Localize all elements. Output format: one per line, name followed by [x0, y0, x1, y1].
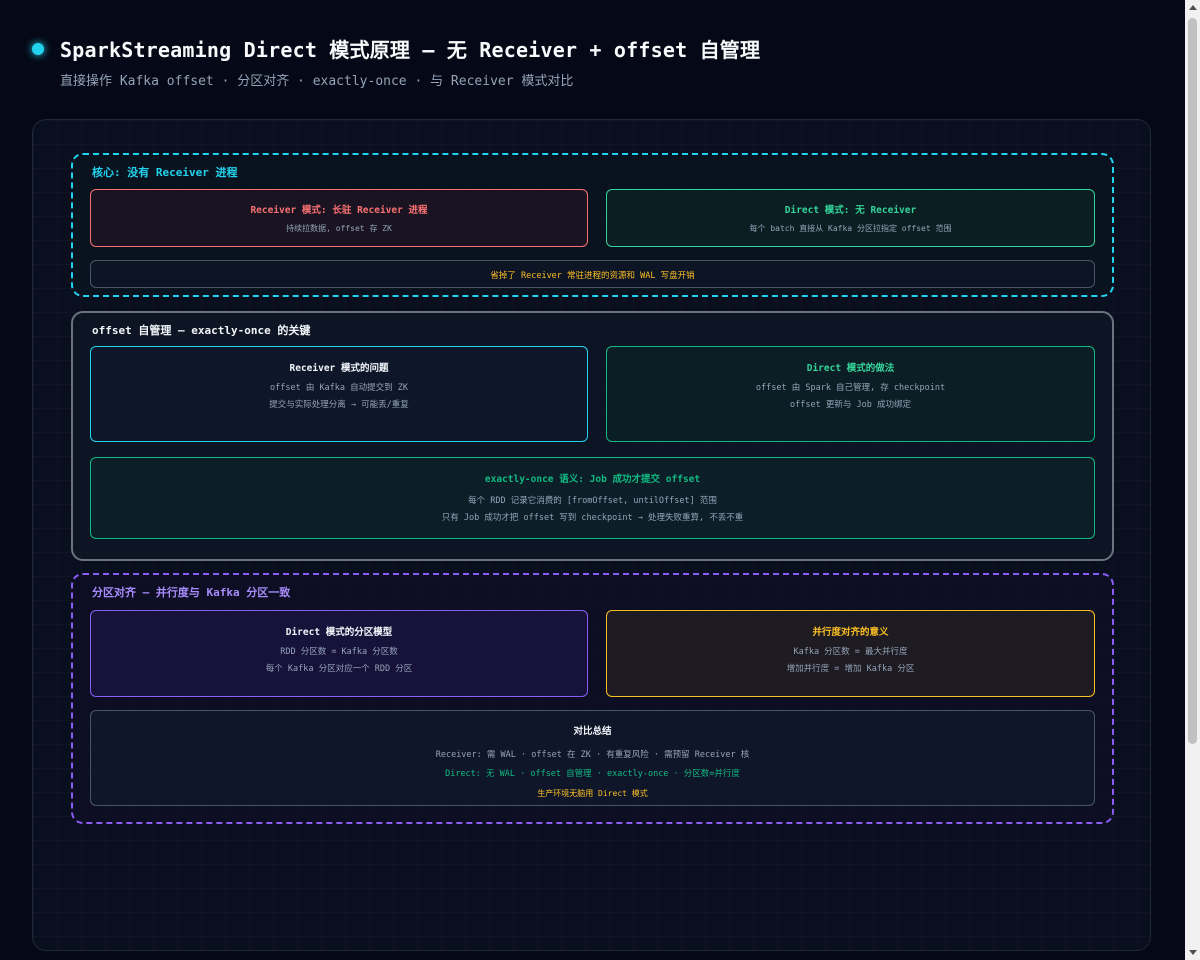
- partition-model-line2: 每个 Kafka 分区对应一个 RDD 分区: [265, 664, 413, 674]
- partition-model-line1: RDD 分区数 = Kafka 分区数: [280, 647, 398, 657]
- direct-way-lines: offset 由 Spark 自己管理, 存 checkpoint offset…: [607, 380, 1094, 414]
- scroll-up-arrow-icon[interactable]: [1189, 5, 1197, 10]
- direct-mode-desc: 每个 batch 直接从 Kafka 分区拉指定 offset 范围: [749, 224, 952, 233]
- scroll-down-arrow-icon[interactable]: [1189, 950, 1197, 955]
- summary-receiver-line: Receiver: 需 WAL · offset 在 ZK · 有重复风险 · …: [435, 750, 750, 760]
- direct-way-box: Direct 模式的做法 offset 由 Spark 自己管理, 存 chec…: [606, 346, 1095, 442]
- exactly-once-line1: 每个 RDD 记录它消费的 [fromOffset, untilOffset] …: [468, 496, 717, 506]
- receiver-mode-box: Receiver 模式: 长驻 Receiver 进程 持续拉数据, offse…: [90, 189, 588, 247]
- receiver-problem-line2: 提交与实际处理分离 → 可能丢/重复: [269, 400, 409, 410]
- comparison-summary-box: 对比总结 Receiver: 需 WAL · offset 在 ZK · 有重复…: [90, 710, 1095, 806]
- summary-lines: Receiver: 需 WAL · offset 在 ZK · 有重复风险 · …: [91, 746, 1094, 803]
- direct-mode-box: Direct 模式: 无 Receiver 每个 batch 直接从 Kafka…: [606, 189, 1095, 247]
- summary-title: 对比总结: [573, 726, 612, 737]
- title-row: SparkStreaming Direct 模式原理 — 无 Receiver …: [32, 34, 760, 63]
- direct-way-title: Direct 模式的做法: [806, 363, 895, 374]
- receiver-mode-title: Receiver 模式: 长驻 Receiver 进程: [250, 205, 428, 216]
- parallelism-meaning-line2: 增加并行度 = 增加 Kafka 分区: [786, 664, 915, 674]
- parallelism-meaning-box: 并行度对齐的意义 Kafka 分区数 = 最大并行度 增加并行度 = 增加 Ka…: [606, 610, 1095, 697]
- page-title: SparkStreaming Direct 模式原理 — 无 Receiver …: [60, 38, 761, 62]
- summary-direct-line: Direct: 无 WAL · offset 自管理 · exactly-onc…: [445, 769, 740, 779]
- exactly-once-box: exactly-once 语义: Job 成功才提交 offset 每个 RDD…: [90, 457, 1095, 539]
- receiver-problem-box: Receiver 模式的问题 offset 由 Kafka 自动提交到 ZK 提…: [90, 346, 588, 442]
- exactly-once-lines: 每个 RDD 记录它消费的 [fromOffset, untilOffset] …: [91, 493, 1094, 527]
- resource-saving-note: 省掉了 Receiver 常驻进程的资源和 WAL 写盘开销: [90, 260, 1095, 288]
- page-scrollbar[interactable]: [1185, 0, 1200, 960]
- direct-mode-title: Direct 模式: 无 Receiver: [784, 205, 917, 216]
- section-core-label: 核心: 没有 Receiver 进程: [92, 166, 238, 179]
- section-offset-label: offset 自管理 — exactly-once 的关键: [92, 324, 311, 337]
- partition-model-lines: RDD 分区数 = Kafka 分区数 每个 Kafka 分区对应一个 RDD …: [91, 644, 587, 678]
- parallelism-meaning-title: 并行度对齐的意义: [812, 627, 889, 638]
- partition-model-title: Direct 模式的分区模型: [285, 627, 393, 638]
- partition-model-box: Direct 模式的分区模型 RDD 分区数 = Kafka 分区数 每个 Ka…: [90, 610, 588, 697]
- resource-saving-text: 省掉了 Receiver 常驻进程的资源和 WAL 写盘开销: [490, 271, 695, 281]
- direct-way-line1: offset 由 Spark 自己管理, 存 checkpoint: [755, 383, 946, 393]
- section-partition-label: 分区对齐 — 并行度与 Kafka 分区一致: [92, 586, 291, 599]
- receiver-problem-line1: offset 由 Kafka 自动提交到 ZK: [270, 383, 408, 393]
- parallelism-meaning-lines: Kafka 分区数 = 最大并行度 增加并行度 = 增加 Kafka 分区: [607, 644, 1094, 678]
- direct-way-line2: offset 更新与 Job 成功绑定: [790, 400, 911, 410]
- receiver-problem-lines: offset 由 Kafka 自动提交到 ZK 提交与实际处理分离 → 可能丢/…: [91, 380, 587, 414]
- receiver-problem-title: Receiver 模式的问题: [289, 363, 389, 374]
- exactly-once-title: exactly-once 语义: Job 成功才提交 offset: [484, 474, 701, 485]
- bullet-dot-icon: [32, 42, 44, 55]
- scrollbar-thumb[interactable]: [1188, 18, 1197, 744]
- page-subtitle: 直接操作 Kafka offset · 分区对齐 · exactly-once …: [60, 74, 574, 89]
- receiver-mode-desc: 持续拉数据, offset 存 ZK: [286, 224, 392, 233]
- parallelism-meaning-line1: Kafka 分区数 = 最大并行度: [793, 647, 908, 657]
- exactly-once-line2: 只有 Job 成功才把 offset 写到 checkpoint → 处理失败重…: [441, 513, 744, 523]
- summary-conclusion: 生产环境无脑用 Direct 模式: [537, 789, 648, 798]
